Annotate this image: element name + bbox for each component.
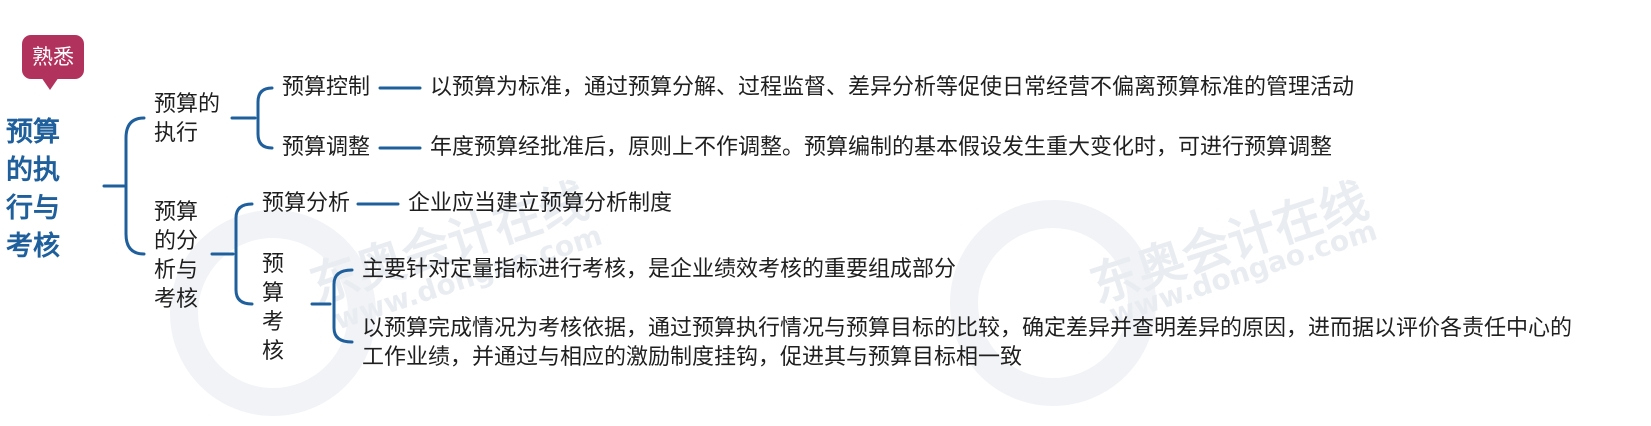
root-topic: 预算的执行与考核: [0, 114, 66, 266]
node-budget-assessment: 预算考核: [262, 252, 285, 364]
desc-budget-adjustment: 年度预算经批准后，原则上不作调整。预算编制的基本假设发生重大变化时，可进行预算调…: [430, 135, 1333, 160]
root-label: 预算的执行与考核: [6, 117, 60, 262]
branch-analysis-label: 预算的分析与考核: [154, 200, 199, 312]
node-budget-control: 预算控制: [282, 75, 371, 100]
familiar-badge: 熟悉: [22, 35, 84, 79]
node-budget-analysis: 预算分析: [262, 191, 351, 216]
desc-budget-analysis: 企业应当建立预算分析制度: [408, 191, 673, 216]
assessment-point-1: 主要针对定量指标进行考核，是企业绩效考核的重要组成部分: [362, 257, 957, 282]
assessment-point-2-line2: 工作业绩，并通过与相应的激励制度挂钩，促进其与预算目标相一致: [362, 345, 1023, 370]
branch-execution-label: 预算的执行: [154, 92, 221, 146]
node-budget-adjustment: 预算调整: [282, 135, 371, 160]
desc-budget-control: 以预算为标准，通过预算分解、过程监督、差异分析等促使日常经营不偏离预算标准的管理…: [430, 75, 1355, 100]
assessment-point-2-line1: 以预算完成情况为考核依据，通过预算执行情况与预算目标的比较，确定差异并查明差异的…: [362, 316, 1573, 341]
badge-tail: [41, 77, 59, 90]
